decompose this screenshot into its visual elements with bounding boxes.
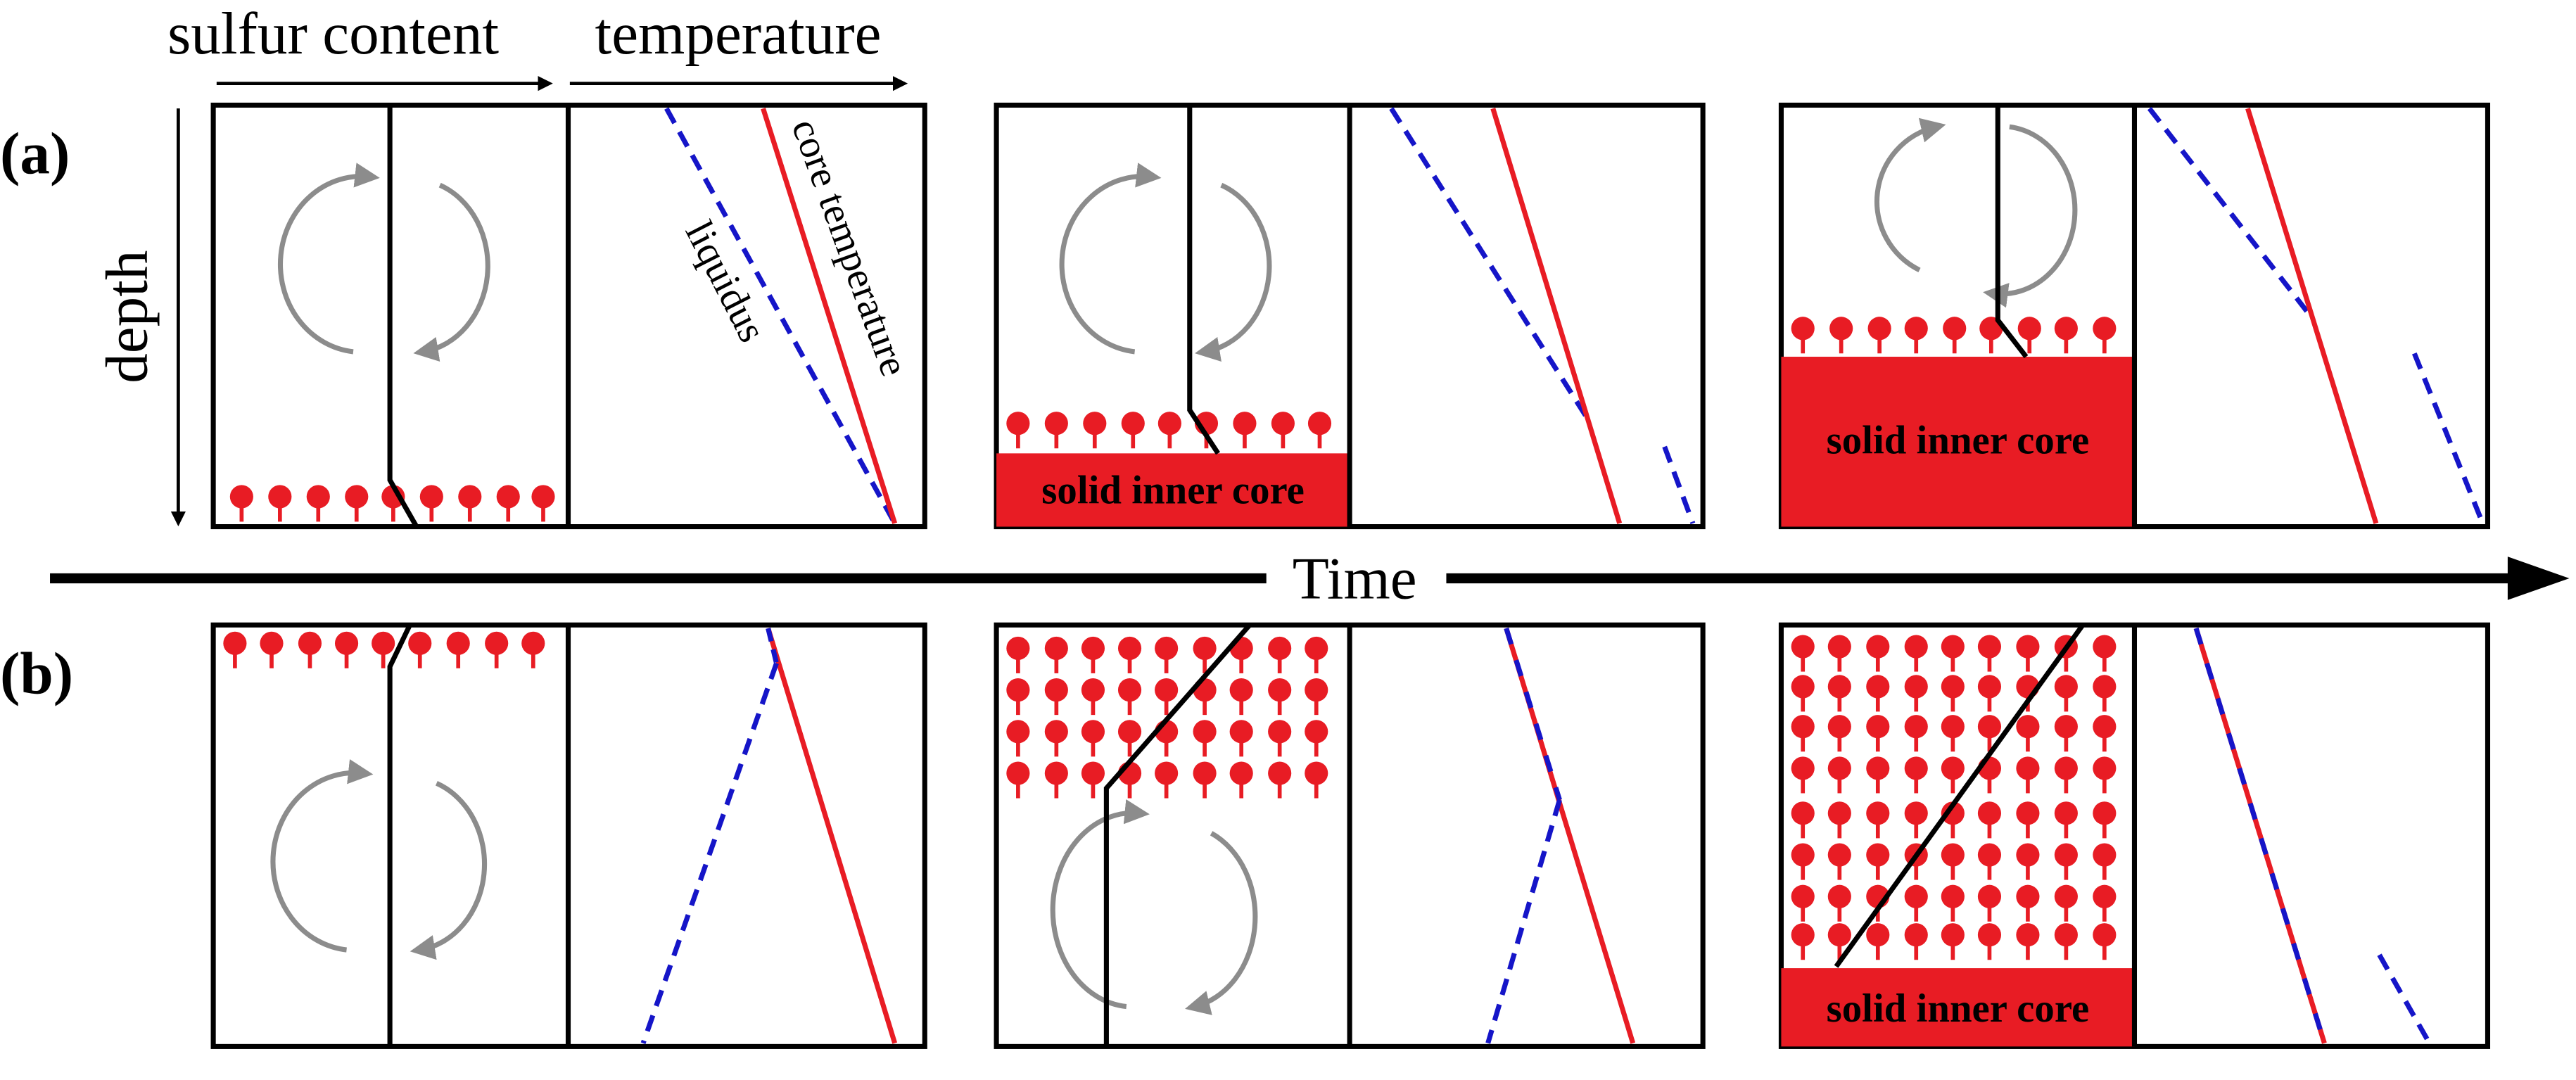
panel-a1: liquidus core temperature	[210, 102, 927, 530]
panel-a3: solid inner core	[1778, 102, 2491, 530]
iron-snow-zone	[1791, 635, 2117, 960]
sulfur-profile-line	[1834, 623, 2085, 968]
row-b-label: (b)	[0, 640, 73, 706]
sulfur-profile-line	[1103, 623, 1252, 1047]
sulfur-profile-line	[1187, 105, 1221, 455]
inner-core-liquidus-line	[1662, 445, 1696, 525]
liquidus-line	[1389, 107, 1589, 419]
core-temperature-line	[766, 627, 898, 1044]
panel-b2	[994, 622, 1706, 1049]
core-temperature-line	[1490, 108, 1623, 524]
solid-inner-core-label: solid inner core	[1041, 468, 1305, 512]
convection-arrow-icon	[1050, 799, 1258, 1015]
inner-core-liquidus-line	[2412, 352, 2485, 525]
sulfur-profile-line	[387, 623, 412, 1047]
solid-inner-core-label: solid inner core	[1827, 986, 2090, 1031]
liquidus-line	[640, 662, 779, 1044]
temperature-label: temperature	[595, 1, 882, 67]
convection-arrow-icon	[1059, 163, 1272, 362]
liquidus-line-upper	[1504, 627, 1562, 801]
panel-a2: solid inner core	[994, 102, 1706, 530]
sulfur-profile-line	[387, 105, 419, 528]
iron-snow-layer	[1791, 317, 2117, 353]
iron-snow-layer	[223, 632, 545, 668]
convection-arrow-icon	[1874, 117, 2078, 308]
row-a-label: (a)	[0, 121, 70, 187]
solid-inner-core-label: solid inner core	[1827, 418, 2090, 462]
core-temperature-line	[1504, 627, 1636, 1044]
inner-core-block	[996, 453, 1350, 527]
iron-snow-layer	[1006, 412, 1331, 448]
depth-label: depth	[94, 250, 160, 383]
liquidus-line	[1485, 799, 1562, 1044]
sulfur-content-label: sulfur content	[167, 1, 499, 67]
core-temperature-label: core temperature	[783, 113, 917, 382]
core-temperature-line	[2245, 108, 2379, 524]
time-arrow-icon	[2507, 557, 2570, 600]
convection-arrow-icon	[277, 163, 490, 362]
sulfur-profile-line	[1995, 105, 2029, 359]
iron-snow-layer	[230, 485, 555, 521]
panel-b1	[210, 622, 927, 1049]
convection-arrow-icon	[270, 759, 488, 960]
inner-core-liquidus-line	[2377, 953, 2432, 1045]
time-label: Time	[1293, 545, 1417, 611]
inner-core-block	[1781, 968, 2135, 1047]
inner-core-block	[1781, 357, 2135, 527]
liquidus-line-upper	[766, 628, 779, 664]
liquidus-line	[2147, 106, 2314, 319]
core-temperature-line	[761, 108, 898, 524]
panel-b3: solid inner core	[1778, 622, 2491, 1049]
core-temperature-line	[2193, 627, 2327, 1044]
